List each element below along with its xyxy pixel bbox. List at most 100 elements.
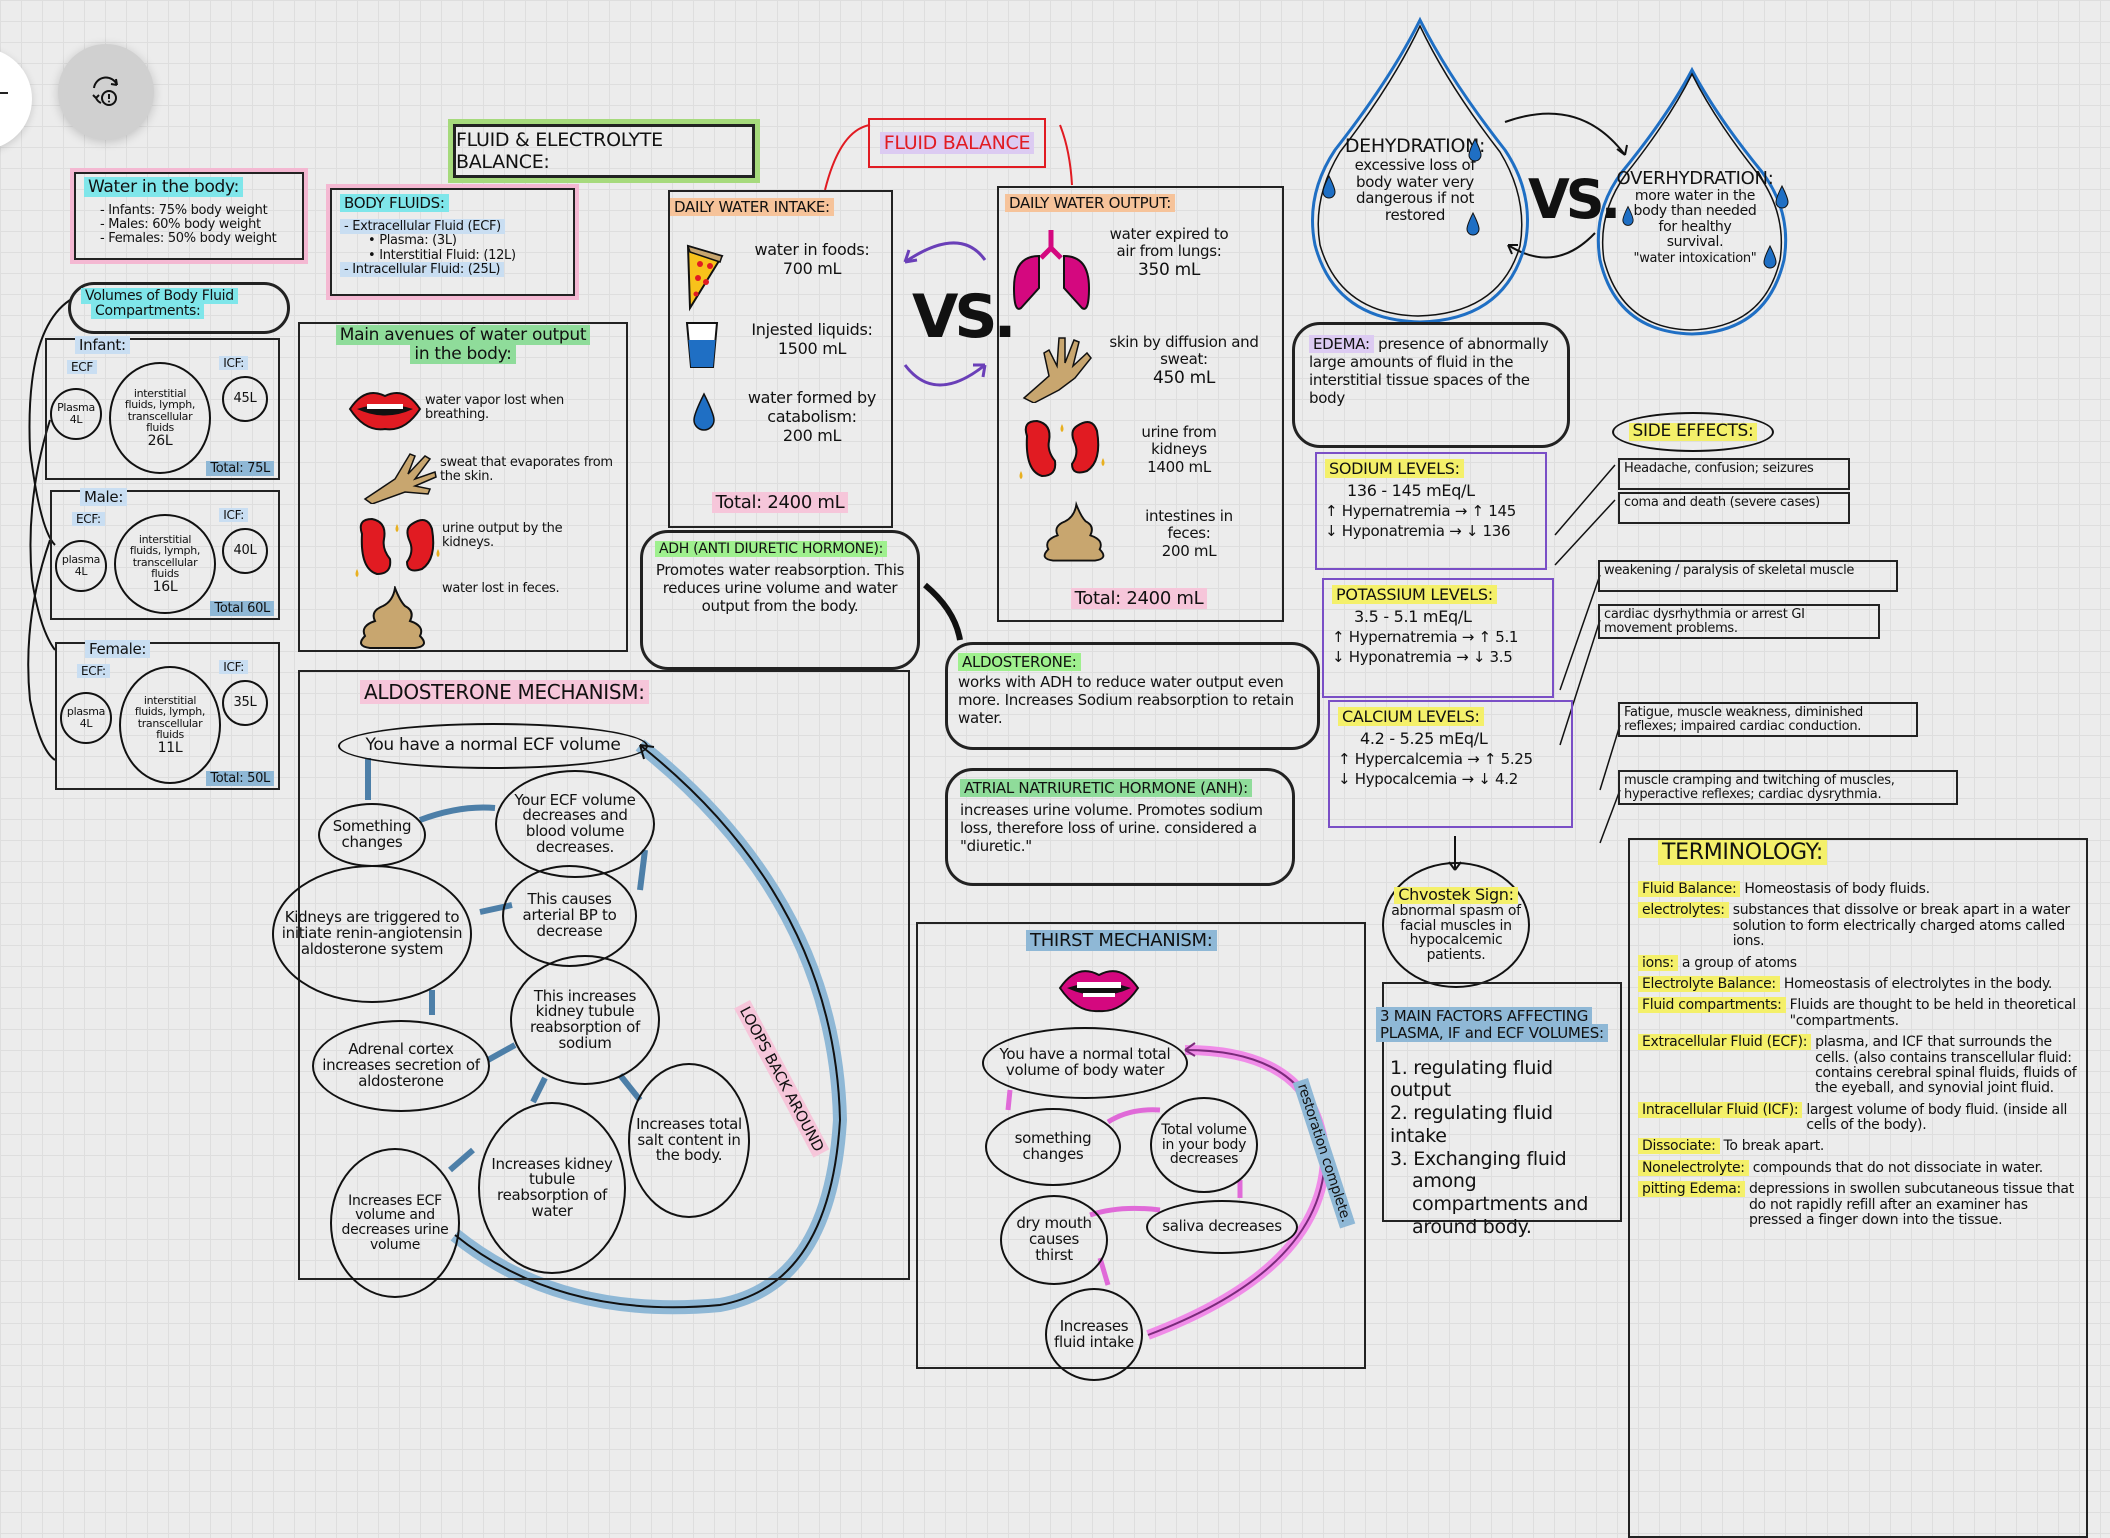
icf-label: - Intracellular Fluid: (25L) bbox=[340, 261, 505, 277]
avenue-urine-text: urine output by the kidneys. bbox=[442, 521, 563, 551]
interstitial-text: interstitial fluids, lymph, transcellula… bbox=[134, 693, 206, 742]
electrolyte-low: ↓ Hypocalcemia → ↓ 4.2 bbox=[1338, 770, 1518, 789]
main-title: FLUID & ELECTROLYTE BALANCE: bbox=[448, 119, 760, 183]
avenues-title-line1: Main avenues of water output bbox=[335, 325, 591, 345]
volumes-title-cloud: Volumes of Body Fluid Compartments: bbox=[68, 282, 290, 334]
sync-alert-button[interactable] bbox=[58, 44, 154, 140]
intake-title: DAILY WATER INTAKE: bbox=[670, 198, 834, 216]
output-lungs-value: 350 mL bbox=[1137, 259, 1201, 280]
term-definition: Homeostasis of electrolytes in the body. bbox=[1783, 975, 2053, 992]
electrolyte-high: ↑ Hypercalcemia → ↑ 5.25 bbox=[1338, 750, 1533, 769]
electrolyte-title: SODIUM LEVELS: bbox=[1325, 459, 1464, 478]
pizza-icon bbox=[686, 244, 724, 312]
chvostek-text: abnormal spasm of facial muscles in hypo… bbox=[1391, 903, 1521, 964]
factors-title-line1: 3 MAIN FACTORS AFFECTING bbox=[1376, 1007, 1593, 1025]
water-in-body-item: - Males: 60% body weight bbox=[100, 216, 261, 232]
side-effects-title: SIDE EFFECTS: bbox=[1628, 422, 1758, 441]
side-effect-box: muscle cramping and twitching of muscles… bbox=[1618, 770, 1958, 806]
interstitial-circle: interstitial fluids, lymph, transcellula… bbox=[109, 362, 211, 474]
side-effect-box: Headache, confusion; seizures bbox=[1618, 458, 1850, 490]
avenue-breathing-text: water vapor lost when breathing. bbox=[425, 393, 564, 423]
electrolyte-range: 3.5 - 5.1 mEq/L bbox=[1354, 606, 1472, 626]
interstitial-circle: interstitial fluids, lymph, transcellula… bbox=[119, 666, 221, 784]
term-definition: Homeostasis of body fluids. bbox=[1744, 881, 1930, 897]
ecf-label: ECF bbox=[67, 360, 97, 374]
plasma-label: • Plasma: (3L) bbox=[368, 233, 457, 249]
daily-water-output-panel: DAILY WATER OUTPUT: water expired to air… bbox=[997, 186, 1284, 622]
aldo-mech-title: ALDOSTERONE MECHANISM: bbox=[360, 680, 649, 704]
adh-cloud: ADH (ANTI DIURETIC HORMONE): Promotes wa… bbox=[640, 530, 920, 670]
terminology-title: TERMINOLOGY: bbox=[1658, 840, 1827, 865]
kidneys-icon bbox=[355, 517, 440, 577]
plasma-circle: plasma 4L bbox=[60, 692, 112, 744]
compartment-box-female: Female: ECF: plasma 4L interstitial flui… bbox=[55, 640, 280, 790]
output-feces-value: 200 mL bbox=[1161, 541, 1217, 560]
term-row: Fluid compartments: Fluids are thought t… bbox=[1638, 997, 2078, 1029]
term-label: Electrolyte Balance: bbox=[1638, 975, 1780, 992]
thirst-node-total-volume-decreases: Total volume in your body decreases bbox=[1150, 1097, 1258, 1193]
add-icon bbox=[0, 92, 8, 94]
side-effect-box: Fatigue, muscle weakness, diminished ref… bbox=[1618, 702, 1918, 738]
term-row: ions: a group of atoms bbox=[1638, 954, 2078, 971]
term-row: Extracellular Fluid (ECF): plasma, and I… bbox=[1638, 1034, 2078, 1097]
add-button[interactable] bbox=[0, 48, 32, 150]
ecf-label: ECF: bbox=[72, 512, 105, 526]
term-definition: substances that dissolve or break apart … bbox=[1732, 902, 2070, 950]
thirst-mechanism-panel: THIRST MECHANISM: bbox=[916, 922, 1366, 1369]
compartment-box-infant: Infant: ECF Plasma 4L interstitial fluid… bbox=[45, 336, 280, 480]
aldo-node-sodium-reabsorption: This increases kidney tubule reabsorptio… bbox=[510, 955, 660, 1085]
term-row: Dissociate: To break apart. bbox=[1638, 1138, 2078, 1155]
thirst-node-dry-mouth: dry mouth causes thirst bbox=[1000, 1195, 1108, 1285]
intake-catabolism-label: water formed by catabolism: bbox=[747, 388, 877, 427]
thirst-node-fluid-intake: Increases fluid intake bbox=[1045, 1288, 1143, 1381]
term-row: pitting Edema: depressions in swollen su… bbox=[1638, 1181, 2078, 1228]
water-drop-icon bbox=[1622, 205, 1634, 226]
dehydration-content: DEHYDRATION: excessive loss of body wate… bbox=[1320, 135, 1510, 223]
icf-circle: 45L bbox=[222, 376, 268, 422]
term-row: Electrolyte Balance: Homeostasis of elec… bbox=[1638, 975, 2078, 992]
term-definition: compounds that do not dissociate in wate… bbox=[1752, 1159, 2044, 1176]
lips-icon bbox=[1058, 970, 1140, 1013]
hand-icon bbox=[1022, 337, 1092, 403]
term-label: Fluid compartments: bbox=[1638, 997, 1786, 1014]
anh-title: ATRIAL NATRIURETIC HORMONE (ANH): bbox=[960, 779, 1252, 797]
icf-label: ICF: bbox=[219, 660, 248, 674]
aldo-node-kidneys-raas: Kidneys are triggered to initiate renin-… bbox=[272, 865, 472, 1003]
electrolyte-title: POTASSIUM LEVELS: bbox=[1332, 585, 1497, 604]
output-urine-label: urine from kidneys bbox=[1141, 423, 1217, 459]
intake-total: Total: 2400 mL bbox=[711, 492, 849, 513]
adh-title: ADH (ANTI DIURETIC HORMONE): bbox=[655, 541, 888, 557]
electrolyte-low: ↓ Hyponatremia → ↓ 3.5 bbox=[1332, 648, 1513, 667]
compartment-total: Total: 50L bbox=[206, 771, 274, 786]
icf-circle: 40L bbox=[222, 528, 268, 574]
aldo-node-normal-ecf: You have a normal ECF volume bbox=[338, 723, 648, 769]
overhydration-content: OVERHYDRATION: more water in the body th… bbox=[1610, 168, 1780, 266]
aldo-node-bp-decrease: This causes arterial BP to decrease bbox=[502, 865, 637, 967]
volumes-title-line1: Volumes of Body Fluid bbox=[81, 288, 238, 304]
thirst-node-normal-volume: You have a normal total volume of body w… bbox=[982, 1027, 1188, 1099]
term-label: Dissociate: bbox=[1638, 1138, 1720, 1155]
factor-item: 2. regulating fluid intake bbox=[1390, 1102, 1553, 1147]
term-definition: Fluids are thought to be held in theoret… bbox=[1789, 997, 2077, 1029]
compartment-label: Male: bbox=[80, 488, 128, 506]
interstitial-label: • Interstitial Fluid: (12L) bbox=[368, 247, 516, 263]
term-definition: To break apart. bbox=[1723, 1138, 1825, 1155]
ecf-label: ECF: bbox=[77, 664, 110, 678]
aldo-node-ecf-decreases: Your ECF volume decreases and blood volu… bbox=[495, 770, 655, 878]
dehydration-text: excessive loss of body water very danger… bbox=[1354, 156, 1476, 224]
plasma-circle: Plasma 4L bbox=[50, 388, 102, 440]
overhydration-drop-shape bbox=[1596, 66, 1788, 336]
interstitial-text: interstitial fluids, lymph, transcellula… bbox=[129, 532, 201, 581]
electrolyte-low: ↓ Hyponatremia → ↓ 136 bbox=[1325, 522, 1511, 541]
compartment-total: Total 60L bbox=[210, 601, 274, 616]
edema-title: EDEMA: bbox=[1309, 335, 1374, 353]
term-definition: plasma, and ICF that surrounds the cells… bbox=[1815, 1034, 2077, 1097]
intake-foods-label: water in foods: bbox=[754, 240, 870, 259]
aldosterone-title: ALDOSTERONE: bbox=[958, 653, 1081, 671]
water-drop-icon bbox=[1763, 245, 1777, 269]
main-title-text: FLUID & ELECTROLYTE BALANCE: bbox=[456, 129, 663, 173]
interstitial-circle: interstitial fluids, lymph, transcellula… bbox=[114, 514, 216, 614]
intake-liquids-value: 1500 mL bbox=[777, 339, 847, 359]
output-skin-label: skin by diffusion and sweat: bbox=[1109, 333, 1259, 369]
icf-label: ICF: bbox=[219, 356, 248, 370]
